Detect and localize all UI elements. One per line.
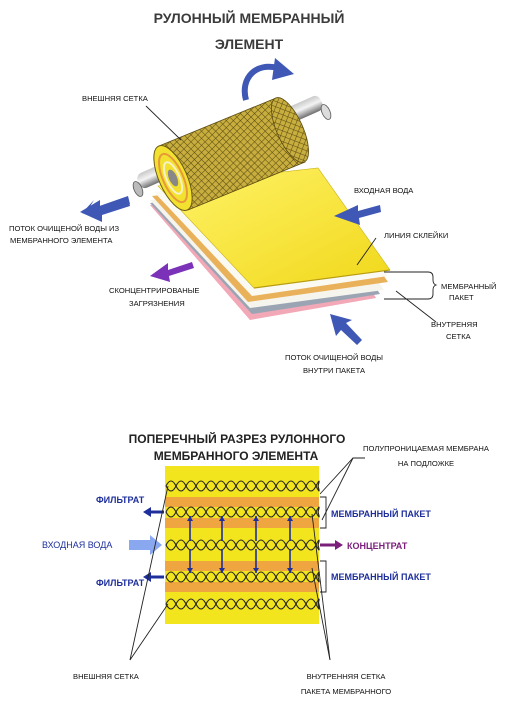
label-concentrate-1: СКОНЦЕНТРИРОВАНЫЕ <box>109 286 200 295</box>
permeate-vertical-arrows <box>187 516 293 573</box>
arrow-concentrate <box>150 262 194 282</box>
label-permeate-inside-1: ПОТОК ОЧИЩЕНОЙ ВОДЫ <box>285 353 383 362</box>
glue-line <box>253 269 391 289</box>
arrow-filtrate-top <box>143 507 164 517</box>
mesh-strand-4-b <box>165 598 320 610</box>
label-semi-membrane-2: НА ПОДЛОЖКЕ <box>398 459 454 468</box>
label-filtrate-top: ФИЛЬТРАТ <box>96 495 145 505</box>
layer-orange-3 <box>165 561 319 571</box>
arrow-concentrate-bottom <box>320 540 343 550</box>
label-membrane-pack-1: МЕМБРАННЫЙ <box>441 282 496 291</box>
layer-orange-2 <box>165 518 319 528</box>
top-title-line2: ЭЛЕМЕНТ <box>215 36 284 52</box>
permeate-arrow-head-2-0 <box>253 516 259 521</box>
arrow-permeate-inside <box>330 314 362 345</box>
label-concentrate-2: ЗАГРЯЗНЕНИЯ <box>129 299 185 308</box>
label-outer-mesh: ВНЕШНЯЯ СЕТКА <box>82 94 149 103</box>
layer-orange-1 <box>165 497 319 507</box>
layer-orange-4 <box>165 582 319 592</box>
label-concentrate-bottom: КОНЦЕНТРАТ <box>347 541 408 551</box>
rotation-arrow-head <box>272 58 294 80</box>
label-filtrate-bottom: ФИЛЬТРАТ <box>96 578 145 588</box>
label-outer-mesh-bottom: ВНЕШНЯЯ СЕТКА <box>73 672 140 681</box>
arrow-filtrate-bottom <box>143 572 164 582</box>
bracket-membrane-pack-top <box>320 496 327 529</box>
label-membrane-pack-top: МЕМБРАННЫЙ ПАКЕТ <box>331 508 431 519</box>
label-inner-mesh-2: СЕТКА <box>446 332 472 341</box>
label-inner-mesh-bottom-2: ПАКЕТА МЕМБРАННОГО <box>301 687 391 696</box>
arrow-inlet-water <box>334 205 381 225</box>
mesh-rows <box>165 480 320 610</box>
arrow-inlet-water-bottom <box>129 535 162 555</box>
mesh-strand-1-b <box>165 506 320 518</box>
label-membrane-pack-2: ПАКЕТ <box>449 293 474 302</box>
permeate-arrow-head-3-0 <box>287 516 293 521</box>
leader-glue-line <box>356 237 377 266</box>
permeate-arrow-head-1-0 <box>219 516 225 521</box>
label-semi-membrane-1: ПОЛУПРОНИЦАЕМАЯ МЕМБРАНА <box>363 444 490 453</box>
bottom-title-line1: ПОПЕРЕЧНЫЙ РАЗРЕЗ РУЛОННОГО <box>129 431 346 446</box>
label-permeate-out-1: ПОТОК ОЧИЩЕНОЙ ВОДЫ ИЗ <box>9 224 119 233</box>
rolled-membrane-illustration <box>132 95 391 320</box>
label-permeate-inside-2: ВНУТРИ ПАКЕТА <box>303 366 366 375</box>
leader-inner-mesh <box>395 290 437 323</box>
cross-section-base <box>165 466 319 624</box>
bottom-title-line2: МЕМБРАННОГО ЭЛЕМЕНТА <box>154 449 319 463</box>
leaders-semi-membrane <box>319 457 365 521</box>
label-permeate-out-2: МЕМБРАННОГО ЭЛЕМЕНТА <box>10 236 113 245</box>
label-inner-mesh-1: ВНУТРЕНЯЯ <box>431 320 478 329</box>
mesh-strand-3-b <box>165 571 320 583</box>
leaders-outer-mesh <box>129 485 169 661</box>
top-title-line1: РУЛОННЫЙ МЕМБРАННЫЙ <box>154 9 345 26</box>
permeate-arrow-head-0-0 <box>187 516 193 521</box>
tube-right-end <box>320 104 332 120</box>
rotation-arrow <box>241 63 279 101</box>
roll-front-end <box>153 145 193 211</box>
mesh-strand-2-b <box>165 539 320 551</box>
arrow-permeate-out-shaft <box>80 197 130 222</box>
permeate-arrow-head-1-1 <box>219 568 225 573</box>
label-inner-mesh-bottom-1: ВНУТРЕННЯЯ СЕТКА <box>307 672 387 681</box>
bracket-membrane-pack-bottom <box>320 560 327 593</box>
leaders-inner-mesh <box>311 513 331 661</box>
label-glue-line: ЛИНИЯ СКЛЕЙКИ <box>384 231 448 240</box>
bracket-membrane-pack <box>384 271 438 300</box>
permeate-arrow-head-3-1 <box>287 568 293 573</box>
tube-left-end <box>132 181 144 197</box>
label-inlet-water-bottom: ВХОДНАЯ ВОДА <box>42 540 112 550</box>
mesh-roll-right-end <box>271 97 309 163</box>
leader-outer-mesh <box>145 105 182 141</box>
permeate-arrow-head-2-1 <box>253 568 259 573</box>
label-membrane-pack-bottom: МЕМБРАННЫЙ ПАКЕТ <box>331 571 431 582</box>
cross-section <box>165 466 320 624</box>
label-inlet-water-top: ВХОДНАЯ ВОДА <box>354 186 414 195</box>
permeate-arrow-head-0-1 <box>187 568 193 573</box>
mesh-strand-0-b <box>165 480 320 492</box>
